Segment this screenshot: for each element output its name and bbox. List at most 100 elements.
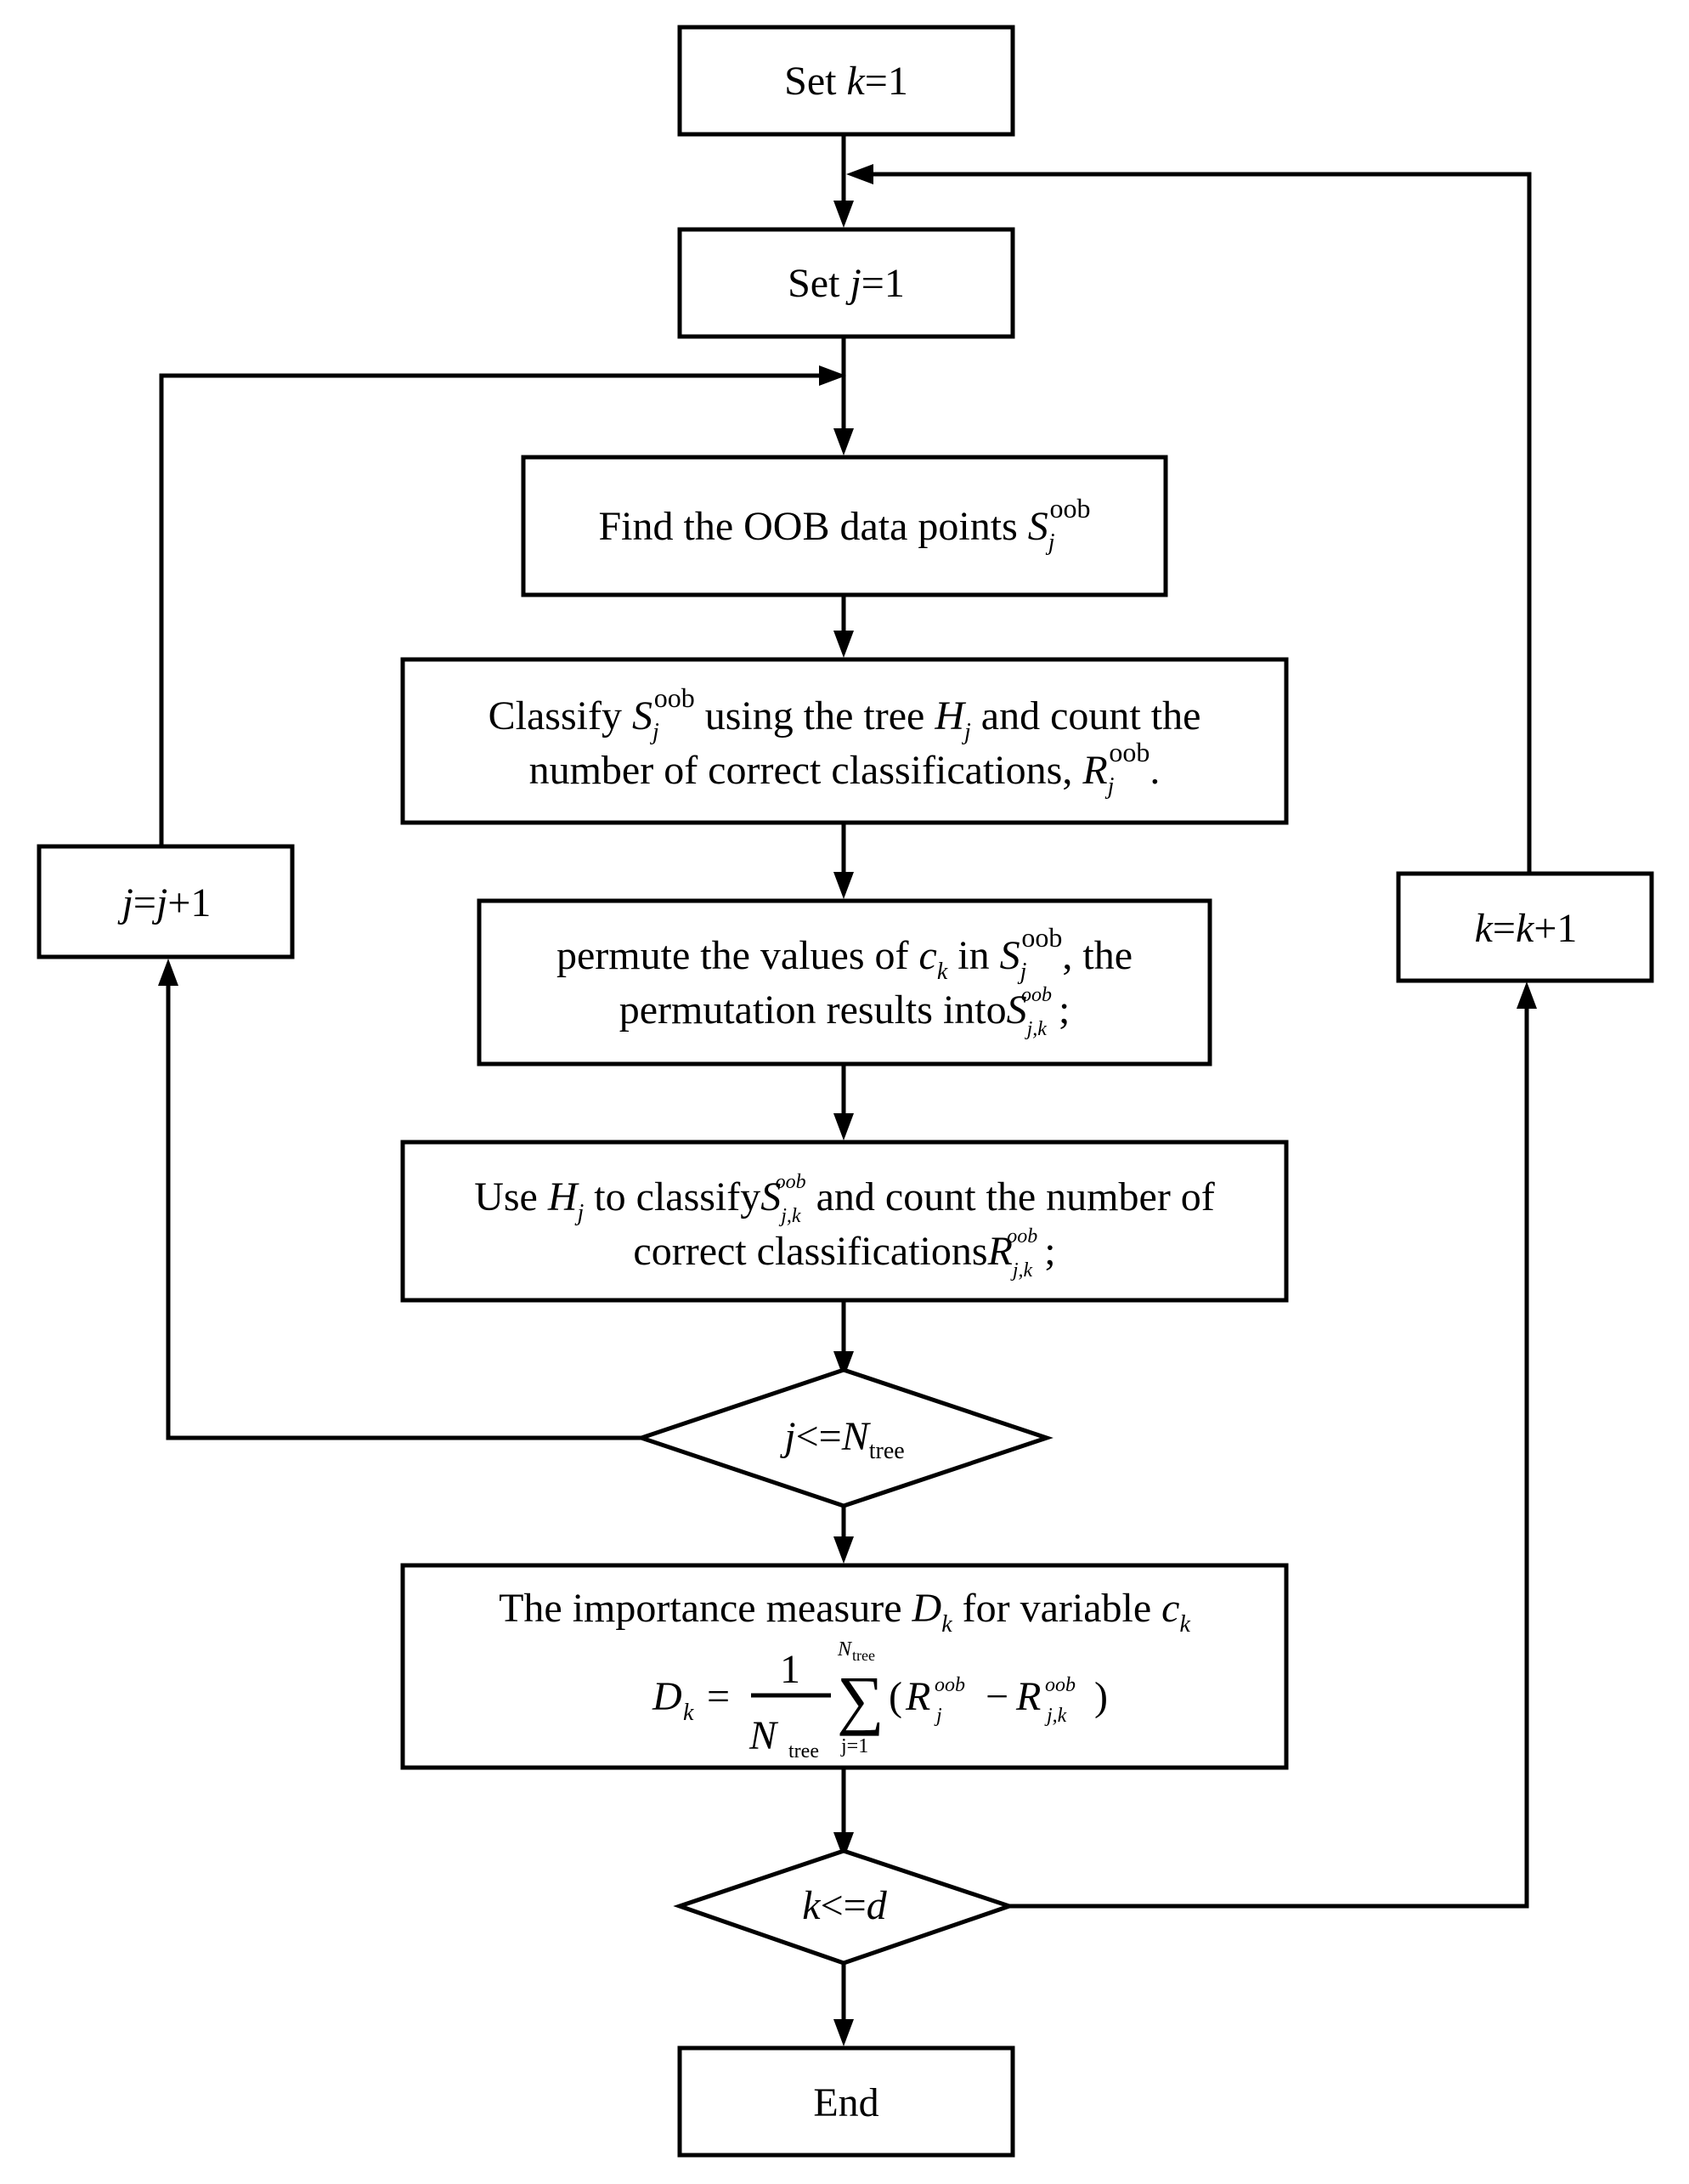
- node-set-j: Set j=1: [677, 227, 1015, 339]
- importance-t2: for variable: [952, 1586, 1162, 1631]
- formula-lhs-sub: k: [683, 1700, 694, 1726]
- connector-jinc-loop: [159, 373, 826, 846]
- svg-text:permute the values of ck in Sj: permute the values of ck in Sjoob, the: [556, 922, 1133, 985]
- formula-den-sub: tree: [788, 1740, 819, 1762]
- importance-sym2: c: [1161, 1586, 1179, 1631]
- arrowhead-jloop: [819, 365, 846, 386]
- permute-t1: permute the values of: [556, 933, 919, 978]
- classify-line2: number of correct classifications,: [529, 748, 1083, 793]
- permute-end: ;: [1059, 987, 1070, 1033]
- cond-j-sym: N: [841, 1414, 872, 1459]
- permute-line2: permutation results into: [619, 987, 1007, 1033]
- permute-t3: , the: [1062, 933, 1133, 978]
- classify-t1: Classify: [489, 693, 632, 738]
- svg-text:Classify Sjoob using the tree: Classify Sjoob using the tree Hj and cou…: [489, 682, 1201, 745]
- svg-text:Set k=1: Set k=1: [784, 59, 908, 104]
- arrowhead-permute: [833, 872, 854, 899]
- svg-text:Set j=1: Set j=1: [788, 261, 905, 306]
- classify-end: .: [1150, 748, 1160, 793]
- node-end: End: [677, 2045, 1015, 2158]
- find-oob-sub: j: [1046, 529, 1055, 556]
- use-h-sym2: S: [760, 1174, 781, 1219]
- node-j-increment: j=j+1: [37, 844, 295, 959]
- formula-close: ): [1094, 1674, 1108, 1719]
- find-oob-sup: oob: [1050, 493, 1091, 523]
- svg-text:correct classificationsRj,koob: correct classificationsRj,koob;: [633, 1225, 1055, 1282]
- arrowhead-use: [833, 1113, 854, 1140]
- arrowhead-condj: [833, 1351, 854, 1378]
- use-h-line2: correct classifications: [633, 1229, 987, 1274]
- use-h-sub3: j,k: [1010, 1259, 1033, 1282]
- formula-r1-sub: j: [934, 1705, 942, 1727]
- set-k-var: k: [846, 59, 866, 104]
- formula-lhs: D: [652, 1674, 682, 1719]
- node-permute: permute the values of ck in Sjoob, the p…: [477, 898, 1212, 1067]
- svg-text:k<=d: k<=d: [802, 1883, 887, 1928]
- node-set-k: Set k=1: [677, 25, 1015, 137]
- permute-sub3: j,k: [1025, 1018, 1048, 1040]
- node-find-oob: Find the OOB data points Sjoob: [521, 455, 1168, 597]
- node-cond-k: k<=d: [673, 1848, 1016, 1966]
- use-h-sym1: H: [547, 1174, 579, 1219]
- formula-r1-sup: oob: [935, 1674, 965, 1696]
- formula-den: N: [748, 1713, 779, 1758]
- node-classify: Classify Sjoob using the tree Hj and cou…: [400, 657, 1289, 825]
- find-oob-text: Find the OOB data points: [598, 504, 1027, 549]
- permute-sub1: k: [937, 959, 948, 985]
- svg-text:Find the OOB data points Sjoob: Find the OOB data points Sjoob: [598, 493, 1090, 556]
- formula-r1: R: [905, 1674, 930, 1719]
- importance-sub1: k: [941, 1611, 952, 1638]
- arrowhead-end: [833, 2019, 854, 2046]
- arrowhead-kloop: [846, 164, 873, 184]
- set-k-prefix: Set: [784, 59, 846, 104]
- connectors: [159, 134, 1532, 2029]
- arrowheads: [158, 164, 1537, 2046]
- cond-j-sub: tree: [869, 1438, 905, 1464]
- permute-sup2: oob: [1021, 922, 1062, 953]
- arrowhead-setj: [833, 201, 854, 228]
- svg-text:permutation results intoSj,koo: permutation results intoSj,k oob;: [619, 984, 1070, 1040]
- svg-text:number of correct classificati: number of correct classifications, Rjoob…: [529, 737, 1161, 800]
- k-inc-eq: =: [1493, 906, 1516, 951]
- formula-r2-sub: j,k: [1044, 1705, 1067, 1727]
- k-inc-plus: +1: [1534, 906, 1577, 951]
- use-h-sub1: j: [575, 1200, 585, 1226]
- cond-j-op: <=: [796, 1414, 842, 1459]
- use-h-sym3: R: [987, 1229, 1013, 1274]
- formula-r2-sup: oob: [1045, 1674, 1076, 1696]
- formula-sigma: ∑: [837, 1662, 884, 1736]
- permute-sup3: oob: [1021, 984, 1052, 1006]
- arrowhead-importance: [833, 1536, 854, 1564]
- classify-sup1: oob: [654, 682, 695, 713]
- cond-k-op: <=: [821, 1883, 867, 1928]
- classify-sym2: H: [934, 693, 966, 738]
- classify-sym1: S: [632, 693, 652, 738]
- arrowhead-kinc: [1517, 982, 1537, 1009]
- node-k-increment: k=k+1: [1396, 871, 1654, 983]
- node-importance: The importance measure Dk for variable c…: [400, 1563, 1289, 1770]
- permute-sym1: c: [919, 933, 937, 978]
- permute-t2: in: [947, 933, 999, 978]
- permute-sym2: S: [1000, 933, 1020, 978]
- importance-sym1: D: [912, 1586, 942, 1631]
- use-h-t2: to classify: [584, 1174, 760, 1219]
- j-inc-plus: +1: [167, 880, 211, 925]
- classify-t2: using the tree: [695, 693, 935, 738]
- formula-bottom: j=1: [840, 1735, 868, 1757]
- permute-sym3: S: [1007, 987, 1027, 1033]
- formula-r2: R: [1015, 1674, 1041, 1719]
- classify-sub3: j: [1105, 773, 1115, 800]
- cond-k-var1: k: [802, 1883, 822, 1928]
- use-h-sup3: oob: [1007, 1225, 1037, 1248]
- formula-num: 1: [780, 1647, 800, 1692]
- j-inc-eq: =: [133, 880, 156, 925]
- classify-sub1: j: [650, 719, 659, 745]
- k-inc-v1: k: [1475, 906, 1494, 951]
- use-h-sup2: oob: [776, 1171, 806, 1193]
- set-j-suffix: =1: [861, 261, 905, 306]
- formula-open: (: [889, 1674, 902, 1719]
- classify-sup3: oob: [1109, 737, 1150, 767]
- arrowhead-find: [833, 428, 854, 455]
- svg-text:Use Hj to classifySj,koob and: Use Hj to classifySj,koob and count the …: [474, 1171, 1215, 1227]
- connector-condk-kinc: [1007, 999, 1529, 1909]
